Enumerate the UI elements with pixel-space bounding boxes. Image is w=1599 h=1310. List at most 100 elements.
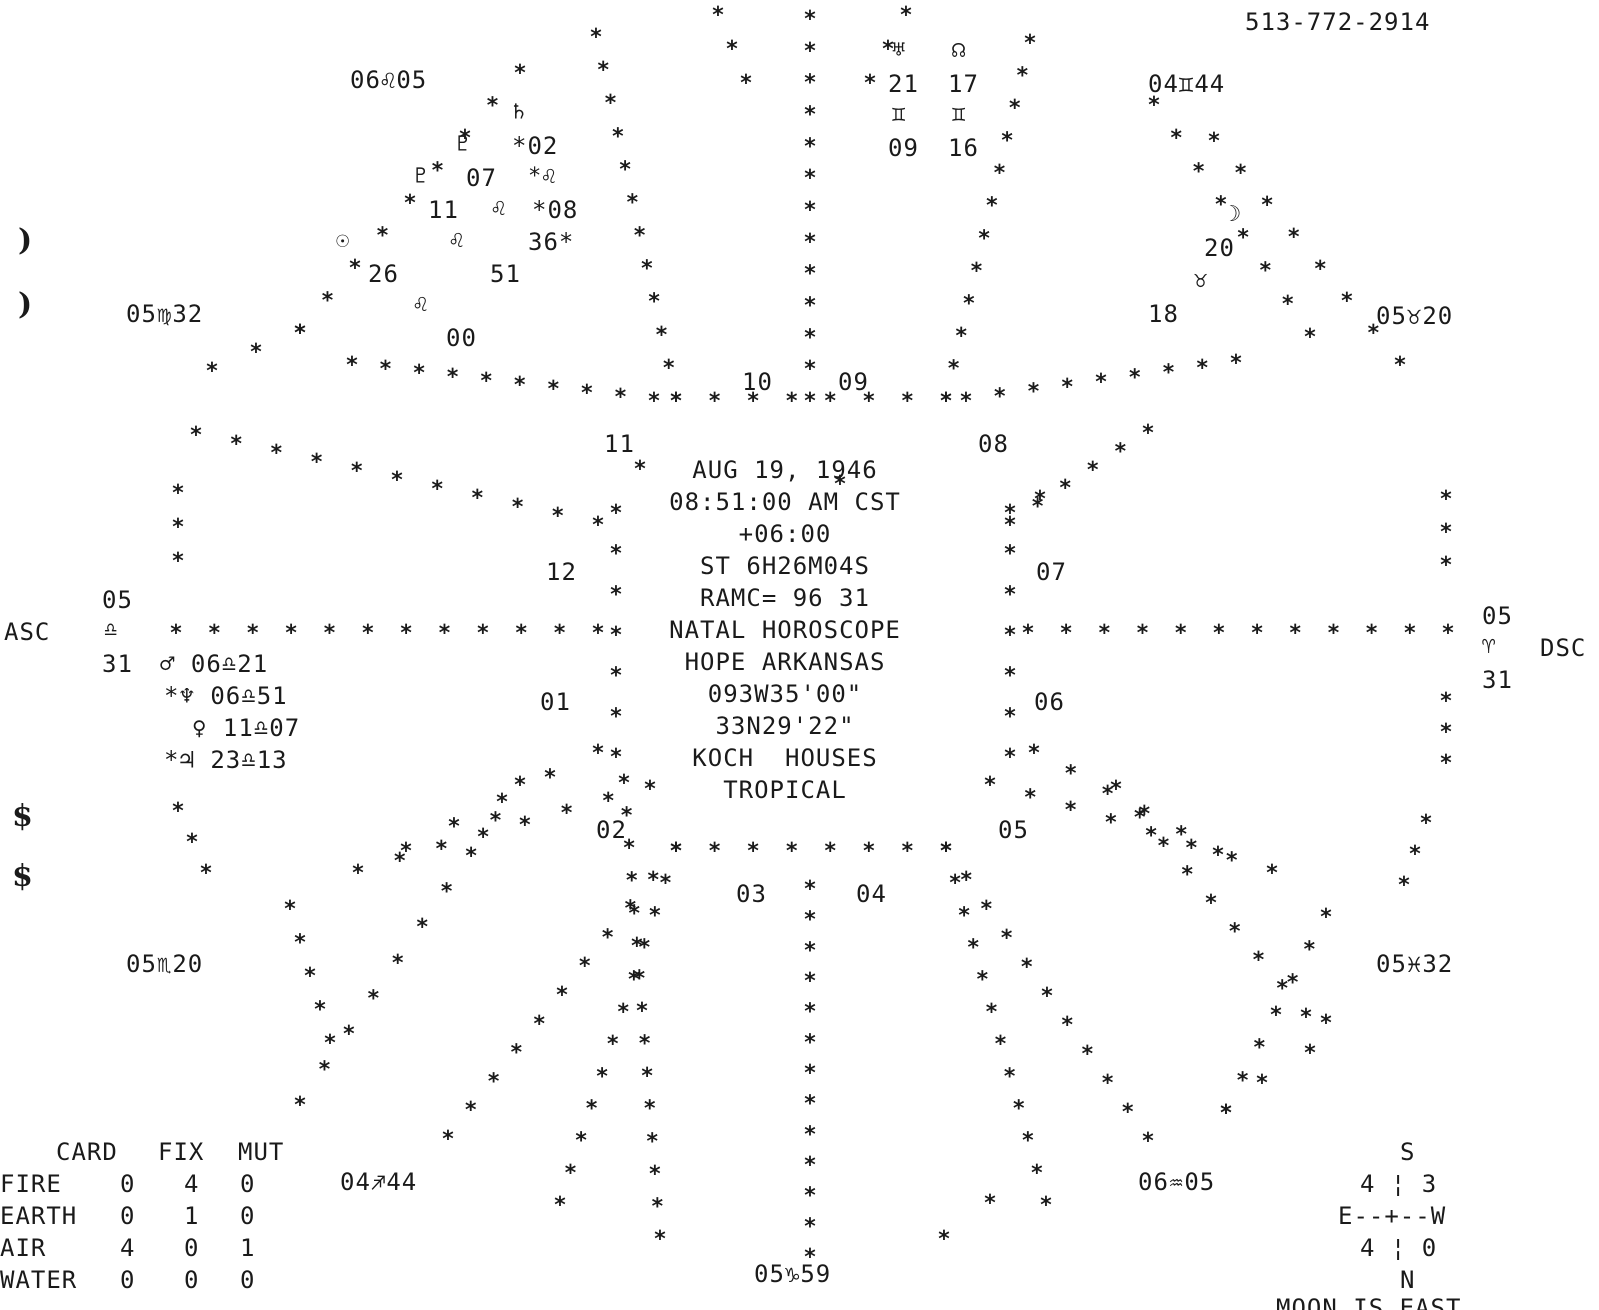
margin-mark: ) bbox=[18, 223, 33, 258]
wheel-asterisk: * bbox=[458, 126, 471, 151]
table-cell: 0 bbox=[240, 1202, 256, 1230]
wheel-asterisk: * bbox=[939, 389, 952, 414]
wheel-asterisk: * bbox=[803, 71, 816, 96]
wheel-asterisk: * bbox=[978, 226, 991, 251]
wheel-asterisk: * bbox=[959, 389, 972, 414]
wheel-asterisk: * bbox=[646, 1129, 659, 1154]
wheel-asterisk: * bbox=[1133, 806, 1146, 831]
wheel-asterisk: * bbox=[376, 224, 389, 249]
wheel-asterisk: * bbox=[669, 839, 682, 864]
wheel-asterisk: * bbox=[185, 830, 198, 855]
wheel-asterisk: * bbox=[983, 1191, 996, 1216]
wheel-asterisk: * bbox=[958, 903, 971, 928]
dsc-minute: 31 bbox=[1482, 666, 1513, 694]
wheel-asterisk: * bbox=[803, 294, 816, 319]
wheel-asterisk: * bbox=[651, 1194, 664, 1219]
wheel-asterisk: * bbox=[1327, 621, 1340, 646]
wheel-asterisk: * bbox=[578, 954, 591, 979]
wheel-asterisk: * bbox=[323, 1031, 336, 1056]
house-number: 04 bbox=[856, 880, 887, 908]
wheel-asterisk: * bbox=[620, 804, 633, 829]
wheel-asterisk: * bbox=[1367, 321, 1380, 346]
wheel-asterisk: * bbox=[635, 999, 648, 1024]
wheel-asterisk: * bbox=[440, 880, 453, 905]
phone-number: 513-772-2914 bbox=[1245, 8, 1431, 36]
wheel-asterisk: * bbox=[803, 1030, 816, 1055]
wheel-asterisk: * bbox=[803, 103, 816, 128]
wheel-asterisk: * bbox=[400, 621, 413, 646]
chart-latitude: 33N29'22" bbox=[715, 712, 855, 740]
wheel-asterisk: * bbox=[643, 777, 656, 802]
wheel-asterisk: * bbox=[1214, 192, 1227, 217]
wheel-asterisk: * bbox=[606, 1032, 619, 1057]
wheel-asterisk: * bbox=[747, 389, 760, 414]
uranus-degree: 21 bbox=[888, 70, 919, 98]
wheel-asterisk: * bbox=[480, 369, 493, 394]
wheel-asterisk: * bbox=[624, 897, 637, 922]
wheel-asterisk: * bbox=[1287, 225, 1300, 250]
dsc-sign-icon: ♈ bbox=[1482, 634, 1497, 659]
moon-minute: 18 bbox=[1148, 300, 1179, 328]
wheel-asterisk: * bbox=[626, 190, 639, 215]
asc-minute: 31 bbox=[102, 650, 133, 678]
house-number: 05 bbox=[998, 816, 1029, 844]
wheel-asterisk: * bbox=[1419, 811, 1432, 836]
cusp-05: 06♒05 bbox=[1138, 1168, 1216, 1196]
chart-sidereal-time: ST 6H26M04S bbox=[700, 552, 870, 580]
wheel-asterisk: * bbox=[939, 839, 952, 864]
wheel-asterisk: * bbox=[447, 815, 460, 840]
wheel-asterisk: * bbox=[1023, 31, 1036, 56]
wheel-asterisk: * bbox=[1000, 926, 1013, 951]
wheel-asterisk: * bbox=[609, 745, 622, 770]
wheel-asterisk: * bbox=[1003, 623, 1016, 648]
wheel-asterisk: * bbox=[1064, 798, 1077, 823]
wheel-asterisk: * bbox=[647, 868, 660, 893]
wheel-asterisk: * bbox=[1299, 1005, 1312, 1030]
wheel-asterisk: * bbox=[393, 849, 406, 874]
chart-place: HOPE ARKANSAS bbox=[684, 648, 886, 676]
wheel-asterisk: * bbox=[1121, 1100, 1134, 1125]
table-header-card: CARD bbox=[56, 1138, 118, 1166]
wheel-asterisk: * bbox=[803, 969, 816, 994]
compass-north: N bbox=[1400, 1266, 1416, 1294]
asc-label: ASC bbox=[4, 618, 51, 646]
wheel-asterisk: * bbox=[1196, 356, 1209, 381]
wheel-asterisk: * bbox=[1276, 977, 1289, 1002]
wheel-asterisk: * bbox=[1030, 1161, 1043, 1186]
wheel-asterisk: * bbox=[495, 790, 508, 815]
wheel-asterisk: * bbox=[471, 486, 484, 511]
chart-time: 08:51:00 AM CST bbox=[669, 488, 901, 516]
wheel-asterisk: * bbox=[591, 513, 604, 538]
sun-minute-mark: 36* bbox=[528, 228, 575, 256]
wheel-asterisk: * bbox=[669, 389, 682, 414]
house-number: 11 bbox=[604, 430, 635, 458]
house-number: 07 bbox=[1036, 558, 1067, 586]
wheel-asterisk: * bbox=[560, 801, 573, 826]
wheel-asterisk: * bbox=[1128, 365, 1141, 390]
chart-longitude: 093W35'00" bbox=[707, 680, 863, 708]
wheel-asterisk: * bbox=[591, 621, 604, 646]
wheel-asterisk: * bbox=[803, 877, 816, 902]
wheel-asterisk: * bbox=[1064, 761, 1077, 786]
table-cell: 0 bbox=[120, 1202, 136, 1230]
wheel-asterisk: * bbox=[962, 291, 975, 316]
wheel-asterisk: * bbox=[803, 166, 816, 191]
wheel-asterisk: * bbox=[1192, 159, 1205, 184]
wheel-asterisk: * bbox=[1211, 843, 1224, 868]
wheel-asterisk: * bbox=[1141, 421, 1154, 446]
cusp-06: 05♓32 bbox=[1376, 950, 1454, 978]
wheel-asterisk: * bbox=[1259, 259, 1272, 284]
house-number: 01 bbox=[540, 688, 571, 716]
wheel-asterisk: * bbox=[1027, 380, 1040, 405]
wheel-asterisk: * bbox=[647, 389, 660, 414]
wheel-asterisk: * bbox=[669, 839, 682, 864]
wheel-asterisk: * bbox=[367, 986, 380, 1011]
wheel-asterisk: * bbox=[1003, 664, 1016, 689]
wheel-asterisk: * bbox=[293, 321, 306, 346]
wheel-asterisk: * bbox=[293, 1093, 306, 1118]
wheel-asterisk: * bbox=[803, 262, 816, 287]
wheel-asterisk: * bbox=[862, 839, 875, 864]
asc-degree: 05 bbox=[102, 586, 133, 614]
wheel-asterisk: * bbox=[899, 3, 912, 28]
wheel-asterisk: * bbox=[321, 289, 334, 314]
